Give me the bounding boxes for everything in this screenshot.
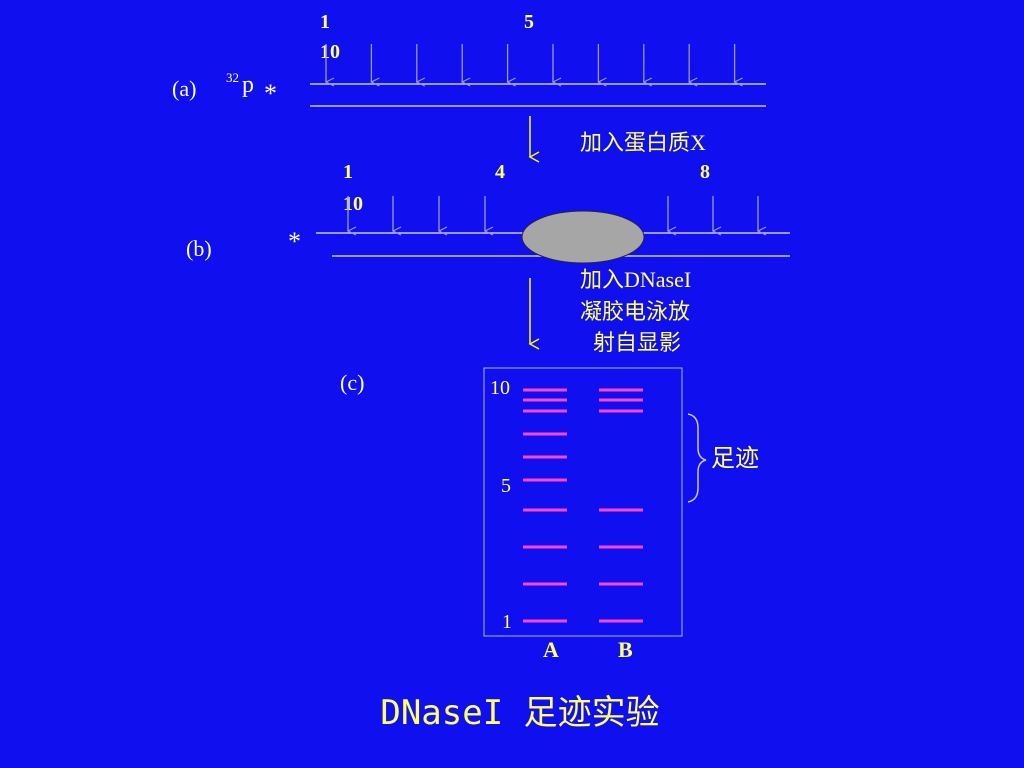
size-marker-1: 1 [502, 611, 512, 633]
footprint-label: 足迹 [711, 445, 759, 472]
isotope-letter: p [242, 72, 254, 98]
lane-label-b: B [618, 637, 633, 662]
site-number-4-b: 4 [495, 161, 505, 183]
panel-c: (c) 10 5 1 A B 足迹 [340, 367, 759, 662]
step-2-line-2: 凝胶电泳放 [580, 299, 690, 324]
cut-arrows-a [326, 44, 735, 82]
bound-protein-x [521, 210, 645, 264]
panel-b-label: (b) [186, 236, 212, 261]
panel-a-label: (a) [172, 76, 196, 101]
label-star-b: * [288, 227, 301, 256]
panel-a: (a) 32 p * 1 5 10 [172, 11, 766, 108]
label-star-a: * [264, 79, 277, 108]
slide-title: DNaseI 足迹实验 [380, 693, 659, 733]
site-number-10-b: 10 [343, 193, 363, 215]
step-2-line-3: 射自显影 [593, 330, 681, 355]
step-2-line-1: 加入DNaseI [580, 267, 691, 292]
cut-arrows-b [348, 196, 758, 231]
size-marker-5: 5 [501, 475, 511, 497]
site-number-1-b: 1 [343, 161, 353, 183]
gel-bands [523, 388, 643, 623]
site-number-1-a: 1 [320, 11, 330, 33]
panel-c-label: (c) [340, 370, 364, 395]
site-number-5-a: 5 [524, 11, 534, 33]
lane-label-a: A [543, 637, 559, 662]
gel-frame [483, 367, 683, 637]
footprint-brace [687, 413, 707, 503]
isotope-mass-number: 32 [226, 70, 239, 85]
site-number-8-b: 8 [700, 161, 710, 183]
panel-b: (b) * 1 4 8 10 [186, 161, 790, 264]
size-marker-10: 10 [490, 377, 510, 399]
site-number-10-a: 10 [320, 41, 340, 63]
step-1-text: 加入蛋白质X [580, 130, 706, 155]
